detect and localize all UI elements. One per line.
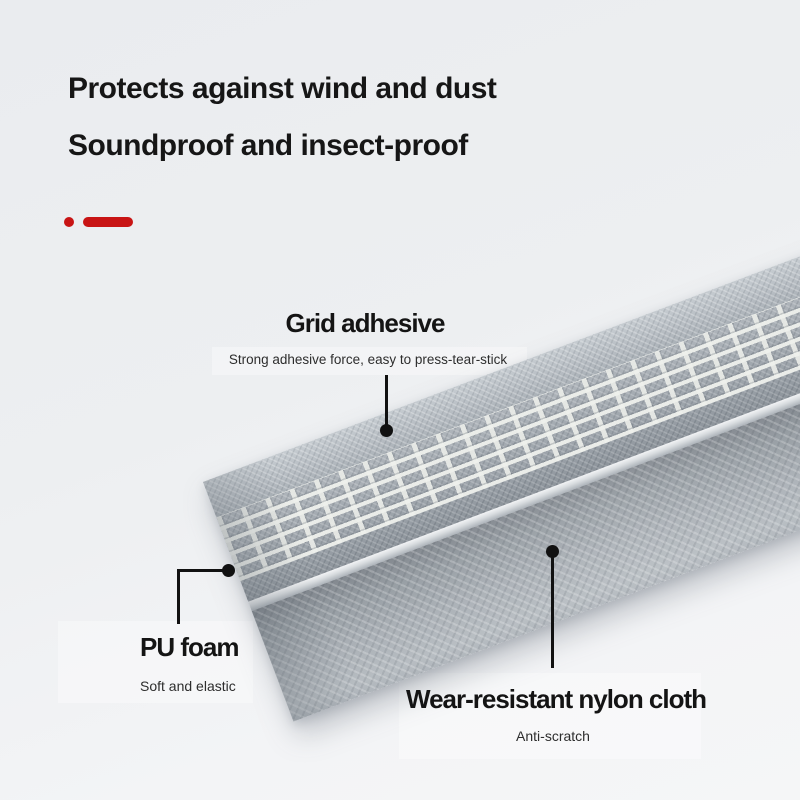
accent-dot (64, 217, 74, 227)
label-backing-panel (212, 347, 527, 375)
page-title-line2: Soundproof and insect-proof (68, 129, 468, 162)
page-title-line1: Protects against wind and dust (68, 72, 497, 105)
leader-line (551, 556, 554, 668)
accent-dash (83, 217, 133, 227)
seal-strip-photo (203, 142, 800, 722)
leader-line (177, 569, 228, 572)
callout-label: PU foam (140, 632, 239, 662)
leader-line (177, 569, 180, 624)
callout-description: Anti-scratch (516, 728, 590, 744)
strip-end-shading (203, 142, 800, 722)
leader-dot (380, 424, 393, 437)
label-backing-panel (399, 673, 701, 759)
callout-label: Grid adhesive (285, 308, 446, 338)
leader-dot (222, 564, 235, 577)
leader-dot (546, 545, 559, 558)
callout-description: Strong adhesive force, easy to press-tea… (228, 352, 508, 367)
leader-line (385, 375, 388, 429)
label-backing-panel (58, 621, 253, 703)
callout-label: Wear-resistant nylon cloth (406, 684, 707, 714)
callout-description: Soft and elastic (140, 678, 236, 694)
